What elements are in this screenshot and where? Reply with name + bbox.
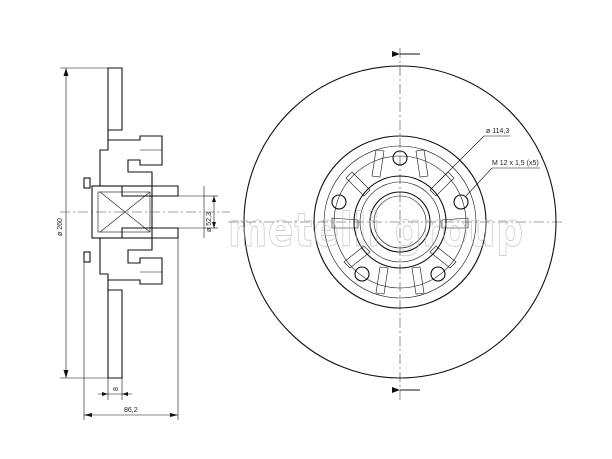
thread-label: M 12 x 1,5 (x5) bbox=[492, 160, 539, 167]
total-height-label: 86,2 bbox=[124, 407, 138, 414]
disc-diameter-label: ø 260 bbox=[57, 218, 64, 236]
disc-thickness-label: 8 bbox=[113, 387, 120, 391]
front-view: ø 114,3 M 12 x 1,5 (x5) bbox=[228, 48, 562, 400]
section-view: ø 260 ø 52,3 86,2 8 bbox=[57, 67, 230, 420]
watermark: metelli group bbox=[228, 203, 524, 257]
bore-diameter-label: ø 52,3 bbox=[206, 212, 213, 232]
pcd-label: ø 114,3 bbox=[486, 128, 509, 135]
vent-slots bbox=[331, 149, 469, 295]
stud-holes bbox=[331, 150, 469, 282]
